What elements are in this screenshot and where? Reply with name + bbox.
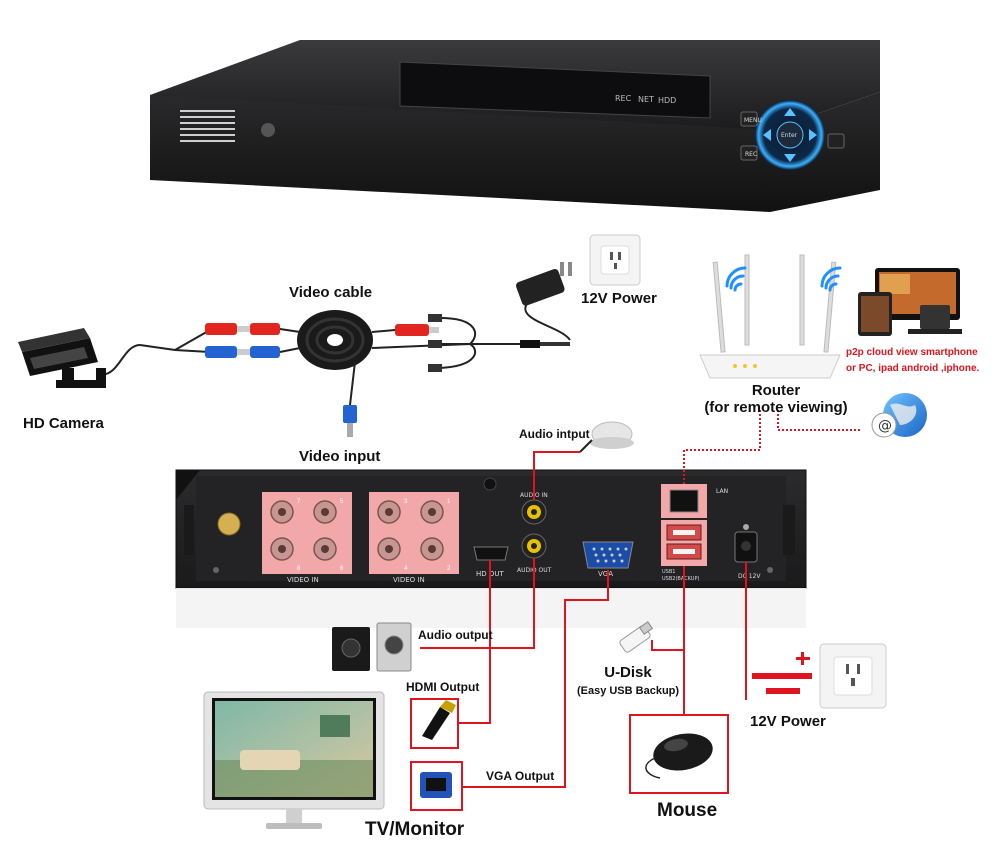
vga-cable-icon xyxy=(420,772,452,798)
devices-icon xyxy=(858,268,962,336)
rear-usb2-label: USB2(BACKUP) xyxy=(662,576,699,582)
speakers-icon xyxy=(332,622,412,672)
power-adapter-icon xyxy=(516,262,572,341)
wall-socket-icon xyxy=(589,234,641,286)
ch4-label: 4 xyxy=(404,566,408,572)
microphone-icon xyxy=(579,421,634,453)
svg-text:@: @ xyxy=(878,418,892,434)
rear-video-in-label-right: VIDEO IN xyxy=(393,576,425,584)
ch5-label: 5 xyxy=(340,499,344,505)
camera-cable xyxy=(105,344,141,375)
nvr-front-device xyxy=(150,40,880,212)
mouse-label: Mouse xyxy=(657,800,718,821)
vga-output-label: VGA Output xyxy=(486,769,555,783)
wifi-icon-right xyxy=(820,266,842,292)
power-bottom-label: 12V Power xyxy=(750,713,826,730)
router-label: Router xyxy=(751,382,801,399)
indicator-net: NET xyxy=(638,95,654,104)
battery-symbol-icon xyxy=(752,652,812,694)
wifi-icon-left xyxy=(725,266,747,292)
network-lines xyxy=(683,410,862,484)
video-input-label: Video input xyxy=(299,448,381,465)
ch6-label: 6 xyxy=(340,566,344,572)
ch3-label: 3 xyxy=(404,499,408,505)
router-sublabel: (for remote viewing) xyxy=(704,399,848,416)
rear-video-in-label-left: VIDEO IN xyxy=(287,576,319,584)
hd-camera-label: HD Camera xyxy=(23,415,104,432)
udisk-sublabel: (Easy USB Backup) xyxy=(576,685,680,697)
menu-button-label: MENU xyxy=(744,117,762,124)
camera-icon xyxy=(18,328,106,388)
tv-monitor-label: TV/Monitor xyxy=(365,819,465,840)
ch1-label: 1 xyxy=(447,499,451,505)
wall-socket-bottom-icon xyxy=(819,643,887,709)
rear-lan-label: LAN xyxy=(716,488,728,495)
p2p-line-2: or PC, ipad android ,iphone. xyxy=(846,363,980,374)
nvr-rear-panel xyxy=(175,469,807,589)
rear-vga-label: VGA xyxy=(598,570,613,578)
udisk-label: U-Disk xyxy=(604,664,652,681)
video-cable-label: Video cable xyxy=(289,284,373,301)
enter-button-label: Enter xyxy=(781,132,798,139)
rear-usb1-label: USB1 xyxy=(662,569,675,575)
hdmi-cable-icon xyxy=(422,700,456,740)
router-icon xyxy=(699,254,841,379)
indicator-rec: REC xyxy=(615,94,632,103)
rear-dc-label: DC 12V xyxy=(738,573,761,580)
power-top-label: 12V Power xyxy=(581,290,657,307)
ch7-label: 7 xyxy=(297,499,301,505)
ch2-label: 2 xyxy=(447,566,451,572)
audio-input-label: Audio intput xyxy=(519,427,590,441)
mouse-icon xyxy=(645,733,713,779)
indicator-hdd: HDD xyxy=(658,96,676,105)
video-cable-icon xyxy=(139,310,570,437)
globe-icon: @ xyxy=(871,393,927,438)
hdmi-output-label: HDMI Output xyxy=(406,680,480,694)
usb-disk-icon xyxy=(619,621,654,653)
rec-button-label: REC xyxy=(745,151,757,158)
p2p-line-1: p2p cloud view smartphone xyxy=(846,347,978,358)
tv-monitor-icon xyxy=(203,691,385,829)
connection-lines xyxy=(420,451,747,788)
audio-output-label: Audio output xyxy=(418,628,493,642)
ch8-label: 8 xyxy=(297,566,301,572)
